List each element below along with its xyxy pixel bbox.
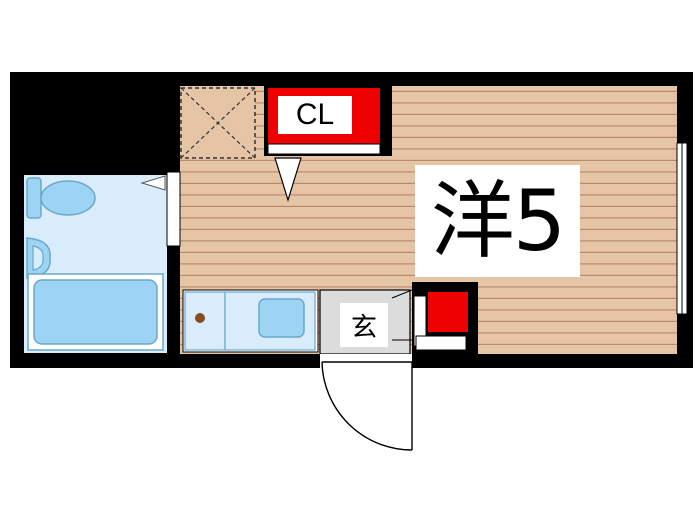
bathtub-icon <box>27 273 164 351</box>
closet-label: CL <box>295 98 335 131</box>
window <box>676 142 688 315</box>
entrance <box>319 289 413 355</box>
bathroom-door-marker <box>140 175 166 191</box>
entrance-door-swing <box>320 354 413 451</box>
sink-icon <box>258 298 305 338</box>
toilet-icon <box>26 177 96 219</box>
stove-burner-icon <box>195 313 205 323</box>
kitchen <box>182 289 319 353</box>
storage-box <box>180 87 256 159</box>
closet <box>264 86 392 156</box>
room-label: 洋5 <box>415 165 580 277</box>
bathroom <box>24 175 167 353</box>
entrance-label: 玄 <box>350 312 377 343</box>
bathroom-door-gap <box>166 171 181 247</box>
ventilation-marker <box>274 157 302 203</box>
shoe-cabinet <box>412 282 478 354</box>
